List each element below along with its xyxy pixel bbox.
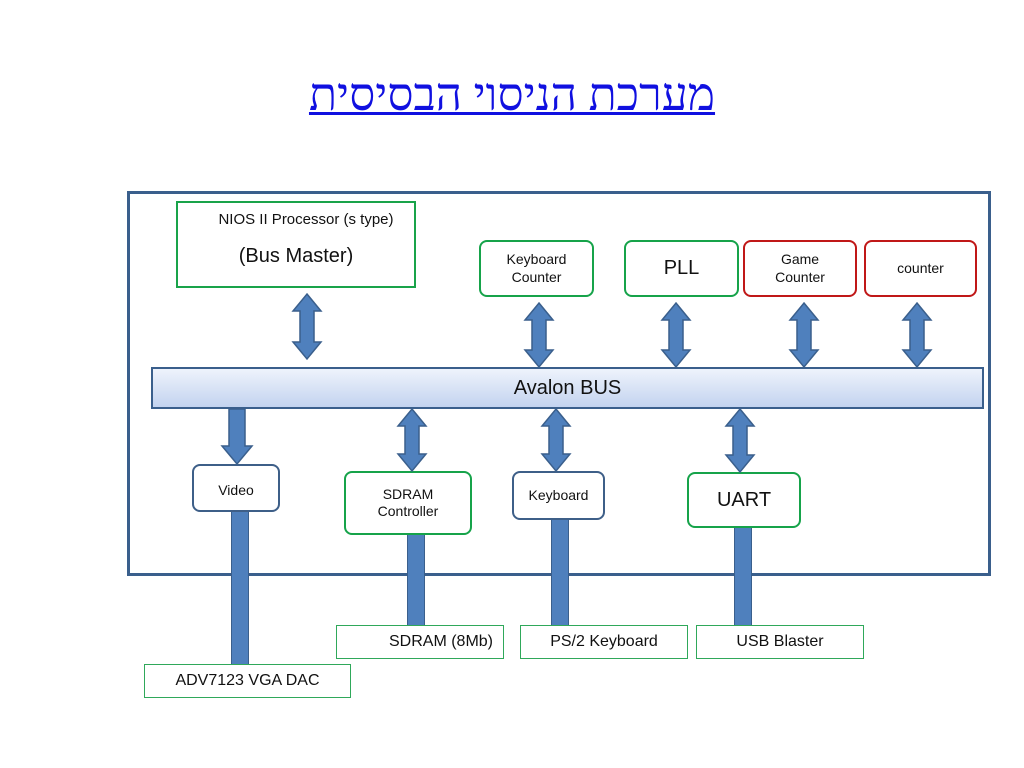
game-counter-bus-arrow [788,301,820,369]
game-counter-box: Game Counter [743,240,857,297]
keyboard-counter-line2: Counter [511,268,562,285]
keyboard-counter-box: Keyboard Counter [479,240,594,297]
keyboard-counter-line1: Keyboard [506,251,567,267]
pll-bus-arrow [660,301,692,369]
sdram-chip-box: SDRAM (8Mb) [336,625,504,659]
usb-blaster-label: USB Blaster [736,633,824,650]
avalon-bus-label: Avalon BUS [513,376,622,399]
sdram-controller-line2: Controller [377,503,439,519]
sdram-controller-box: SDRAM Controller [344,471,472,535]
nios-processor-box: NIOS II Processor (s type) (Bus Master) [176,201,416,288]
uart-bus-arrow [724,407,756,474]
video-label: Video [218,482,254,498]
sdram-bus-arrow [396,407,428,473]
video-box: Video [192,464,280,512]
sdram-controller-line1: SDRAM [382,485,434,502]
keyboard-bus-arrow [540,407,572,473]
bus-video-arrow [220,408,254,466]
keyboard-counter-bus-arrow [523,301,555,369]
counter-bus-arrow [901,301,933,369]
ps2-keyboard-box: PS/2 Keyboard [520,625,688,659]
counter-box: counter [864,240,977,297]
counter-label: counter [897,259,944,276]
uart-label: UART [716,488,772,511]
game-counter-line1: Game [780,251,820,267]
game-counter-line2: Counter [775,268,825,285]
keyboard-ps2-connector [551,519,569,626]
pll-label: PLL [663,257,700,279]
keyboard-label: Keyboard [528,486,589,503]
keyboard-box: Keyboard [512,471,605,520]
usb-blaster-box: USB Blaster [696,625,864,659]
vga-dac-box: ADV7123 VGA DAC [144,664,351,698]
ps2-keyboard-label: PS/2 Keyboard [550,633,658,650]
uart-box: UART [687,472,801,528]
nios-bus-arrow [291,292,323,361]
video-vga-connector [231,510,249,665]
avalon-bus: Avalon BUS [151,367,984,409]
vga-dac-label: ADV7123 VGA DAC [175,672,320,689]
sdram-chip-label: SDRAM (8Mb) [388,633,493,650]
bus-master-label: (Bus Master) [238,244,354,267]
uart-usb-connector [734,527,752,626]
nios-processor-label: NIOS II Processor (s type) [218,211,394,228]
page-title: מערכת הניסוי הבסיסית [308,69,716,120]
sdram-connector [407,534,425,626]
pll-box: PLL [624,240,739,297]
